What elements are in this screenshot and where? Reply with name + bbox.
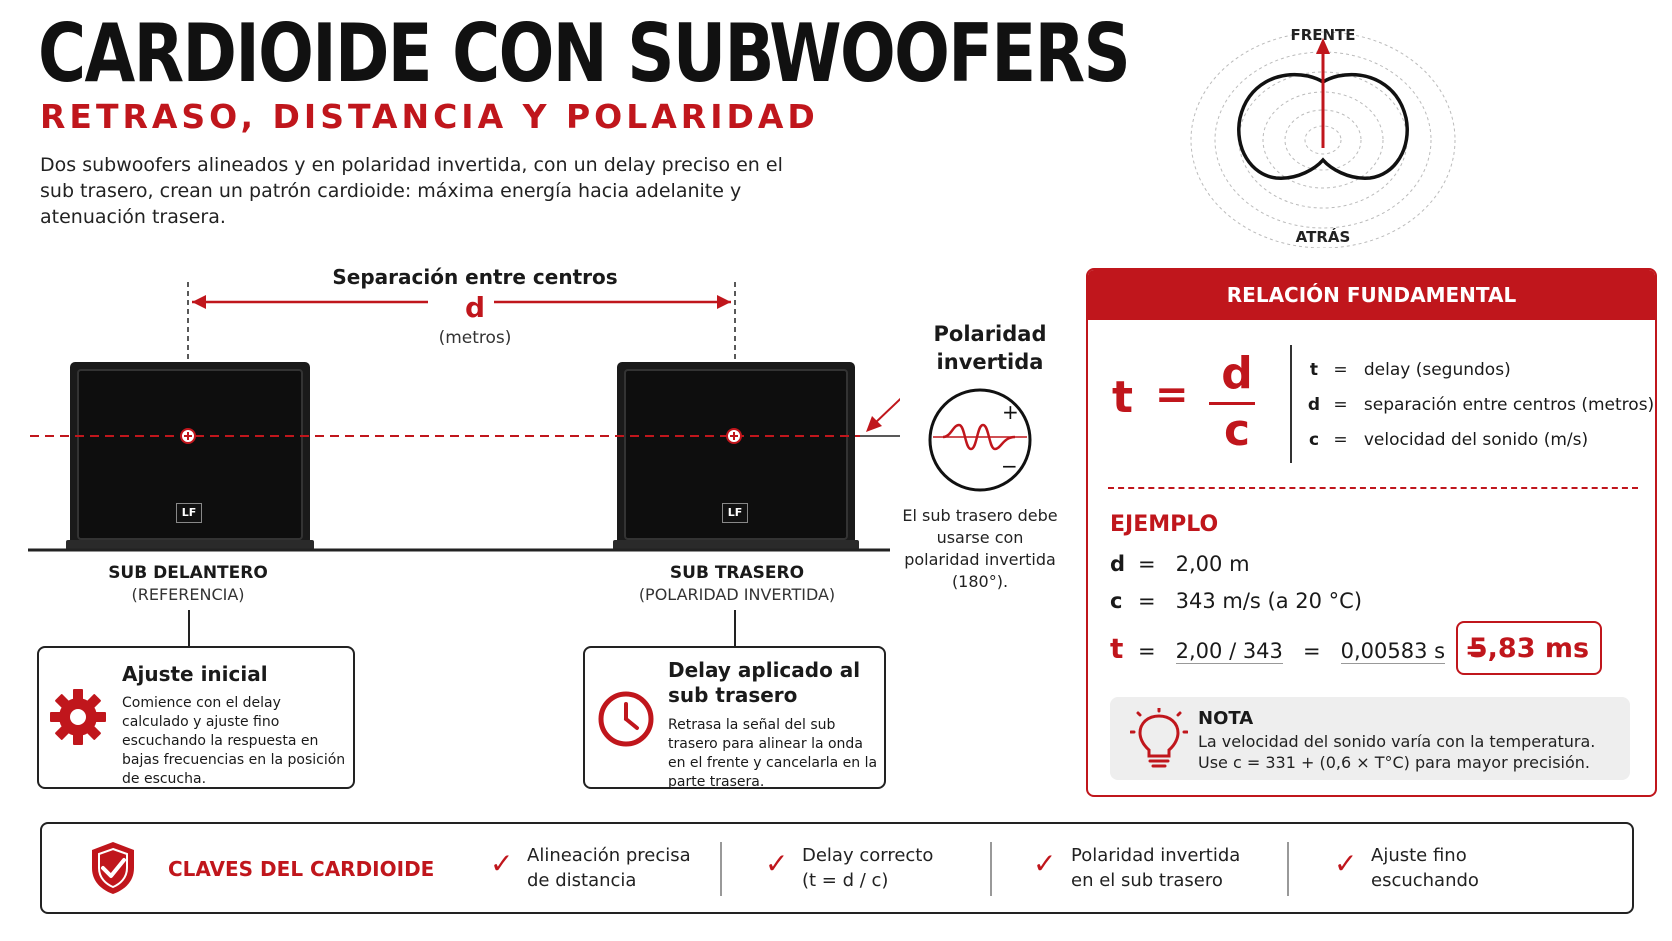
speaker-stage: [28, 362, 900, 552]
check-icon: ✓: [1033, 847, 1057, 880]
key-item-2: Delay correcto(t = d / c): [802, 845, 934, 891]
legend-row-c: c = velocidad del sonido (m/s): [1308, 430, 1589, 450]
legend-row-d: d = separación entre centros (metros): [1307, 395, 1655, 415]
polar-back-label: ATRÁS: [1296, 227, 1351, 246]
card-initial-body: Comience con el delay calculado y ajuste…: [122, 695, 346, 787]
example-title: EJEMPLO: [1110, 512, 1219, 537]
front-sub-badge: LF: [176, 503, 202, 523]
formula-legend: t = delay (segundos) d = separación entr…: [1300, 360, 1654, 465]
example-c-row: c= 343 m/s (a 20 °C): [1110, 589, 1363, 613]
polarity-inverted-icon: + −: [928, 388, 1032, 492]
distance-dimension: [187, 282, 736, 440]
note-box: [1110, 697, 1630, 780]
card-initial-title: Ajuste inicial: [122, 662, 268, 686]
cardioid-polar-diagram: FRENTE ATRÁS: [1190, 26, 1456, 248]
rear-sub-badge: LF: [722, 503, 748, 523]
check-icon: ✓: [1334, 847, 1358, 880]
front-sub-role: (REFERENCIA): [131, 585, 245, 604]
polarity-title: Polaridad invertida: [933, 322, 1047, 374]
intro-text: Dos subwoofers alineados y en polaridad …: [40, 154, 783, 228]
formula-lhs: t: [1112, 372, 1134, 423]
page-title: CARDIOIDE CON SUBWOOFERS: [38, 7, 1131, 100]
lightbulb-icon: [1130, 708, 1188, 768]
card-delay-body: Retrasa la señal del sub trasero para al…: [668, 717, 878, 790]
formula-equals: =: [1155, 372, 1189, 418]
legend-row-t: t = delay (segundos): [1309, 360, 1511, 380]
example-t-row: t= 2,00 / 343 = 0,00583 s =: [1110, 632, 1486, 665]
gear-icon: [50, 689, 106, 745]
distance-unit: (metros): [438, 328, 512, 348]
distance-symbol: d: [464, 291, 486, 324]
polarity-caption: El sub trasero debe usarse con polaridad…: [902, 506, 1058, 591]
panel-divider: [1108, 487, 1638, 489]
formula-numerator: d: [1221, 348, 1253, 399]
rear-sub-name: SUB TRASERO: [669, 563, 805, 583]
sub-front-cabinet: [66, 362, 314, 550]
relation-header: RELACIÓN FUNDAMENTAL: [1088, 270, 1655, 320]
note-title: NOTA: [1198, 708, 1254, 729]
front-sub-name: SUB DELANTERO: [108, 563, 268, 583]
svg-text:−: −: [1001, 454, 1018, 478]
shield-check-icon: [92, 842, 134, 894]
result-value: 5,83 ms: [1468, 632, 1590, 664]
card-delay-title: Delay aplicado al sub trasero: [668, 658, 861, 707]
formula-fraction-bar: [1209, 402, 1255, 405]
sub-rear-cabinet: [613, 362, 859, 550]
formula-denominator: c: [1223, 405, 1251, 456]
rear-sub-role: (POLARIDAD INVERTIDA): [638, 585, 836, 604]
svg-text:+: +: [1002, 400, 1019, 424]
page-subtitle: RETRASO, DISTANCIA Y POLARIDAD: [40, 97, 819, 136]
separation-label: Separación entre centros: [332, 265, 618, 289]
note-body: La velocidad del sonido varía con la tem…: [1198, 732, 1596, 772]
keys-bar: [40, 822, 1634, 914]
example-d-row: d= 2,00 m: [1110, 552, 1250, 576]
card-initial-adjust: Ajuste inicial Comience con el delay cal…: [37, 646, 355, 789]
check-icon: ✓: [490, 847, 514, 880]
check-icon: ✓: [765, 847, 789, 880]
card-delay-applied: Delay aplicado al sub trasero Retrasa la…: [583, 646, 886, 790]
result-box: 5,83 ms: [1456, 621, 1602, 675]
keys-title: CLAVES DEL CARDIOIDE: [168, 857, 435, 881]
clock-icon: [598, 691, 654, 747]
polar-front-label: FRENTE: [1290, 26, 1355, 44]
